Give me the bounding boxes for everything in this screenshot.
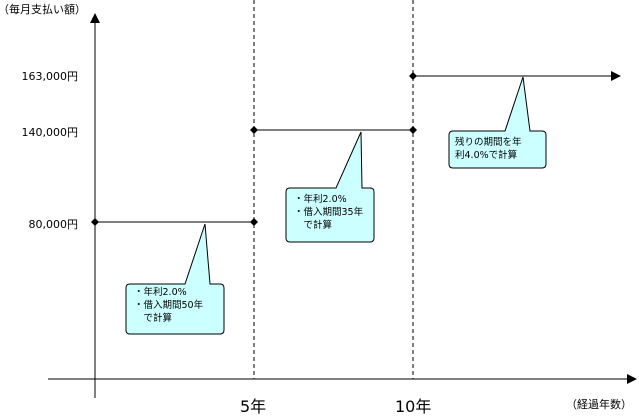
callout-2-line-3: で計算 [294, 220, 333, 231]
x-axis-title: （経過年数） [566, 398, 632, 411]
y-tick-label-140000: 140,000円 [21, 126, 79, 139]
callout-3-line-1: 残りの期間を年 [455, 137, 522, 148]
callout-2-line-1: ・年利2.0% [294, 194, 347, 205]
marker-0y-80000 [91, 218, 99, 226]
callout-text-1: ・年利2.0% ・借入期間50年 で計算 [134, 286, 203, 325]
callout-box-3 [448, 76, 547, 169]
marker-5y-140000 [250, 126, 258, 134]
callout-1-line-2: ・借入期間50年 [134, 300, 204, 311]
callout-text-2: ・年利2.0% ・借入期間35年 で計算 [294, 193, 363, 232]
marker-5y-80000 [250, 218, 258, 226]
y-axis-title: （毎月支払い額） [0, 3, 86, 16]
y-tick-label-80000: 80,000円 [28, 218, 79, 231]
x-tick-label-10: 10年 [395, 397, 432, 416]
marker-10y-140000 [409, 126, 417, 134]
x-tick-label-5: 5年 [240, 397, 267, 416]
callout-1-line-1: ・年利2.0% [134, 287, 187, 298]
callout-text-3: 残りの期間を年 利4.0%で計算 [455, 136, 522, 162]
callout-3-line-2: 利4.0%で計算 [455, 150, 518, 161]
marker-10y-163000 [409, 72, 417, 80]
callout-box-1 [125, 223, 225, 335]
callout-2-line-2: ・借入期間35年 [294, 207, 364, 218]
callout-1-line-3: で計算 [134, 313, 173, 324]
y-tick-label-163000: 163,000円 [21, 70, 79, 83]
callout-box-2 [285, 131, 375, 243]
